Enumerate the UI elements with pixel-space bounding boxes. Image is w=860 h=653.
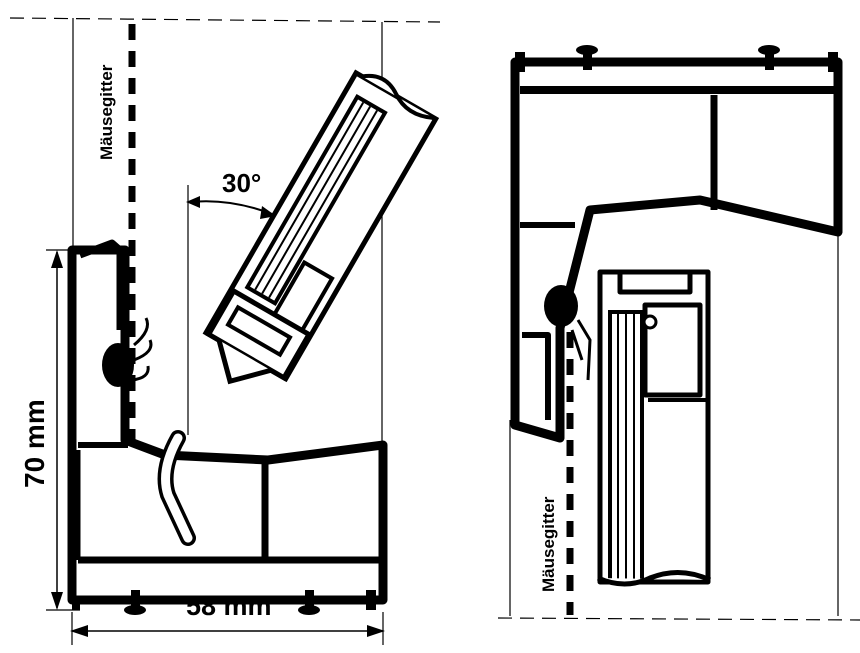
left-frame-ribs bbox=[72, 590, 376, 615]
closed-glass-pane bbox=[608, 310, 644, 584]
mouse-screen-label-right: Mäusegitter bbox=[539, 496, 558, 592]
mouse-screen-label-left: Mäusegitter bbox=[97, 64, 116, 160]
right-frame-profile bbox=[510, 57, 843, 443]
angle-arc bbox=[189, 200, 273, 215]
right-frame-ribs bbox=[515, 45, 838, 72]
tilted-sash bbox=[202, 69, 440, 385]
closed-sash-torn-edge bbox=[596, 570, 712, 587]
frame-gasket-right bbox=[544, 285, 578, 327]
height-dimension bbox=[46, 249, 80, 611]
width-dimension bbox=[70, 612, 385, 645]
tilted-glass-pane bbox=[244, 94, 388, 307]
left-top-dashed-line bbox=[9, 17, 441, 23]
right-bottom-dashed-line bbox=[497, 617, 860, 621]
height-label: 70 mm bbox=[19, 399, 50, 488]
angle-label: 30° bbox=[222, 168, 261, 198]
left-frame-profile bbox=[67, 239, 388, 605]
gasket-lip-right bbox=[570, 319, 592, 381]
frame-gasket-left bbox=[102, 343, 134, 387]
left-drawing: Mäusegitter 70 mm 58 mm bbox=[9, 17, 441, 645]
gasket-lip-left bbox=[131, 317, 153, 382]
right-drawing: Mäusegitter bbox=[497, 45, 860, 621]
